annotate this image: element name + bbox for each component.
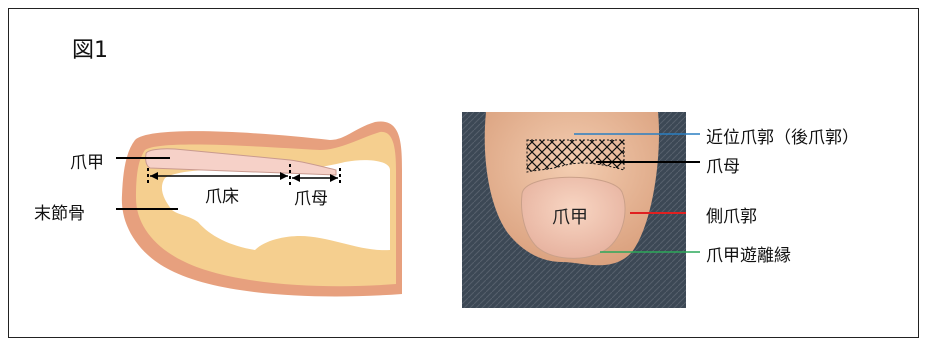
label-lateral-nail-fold: 側爪郭 — [706, 202, 757, 227]
photo-leader-lines — [0, 0, 927, 325]
label-nail-matrix-right: 爪母 — [706, 152, 740, 177]
label-hyponychium: 爪甲遊離縁 — [706, 241, 791, 266]
label-proximal-nail-fold: 近位爪郭（後爪郭） — [706, 123, 859, 148]
